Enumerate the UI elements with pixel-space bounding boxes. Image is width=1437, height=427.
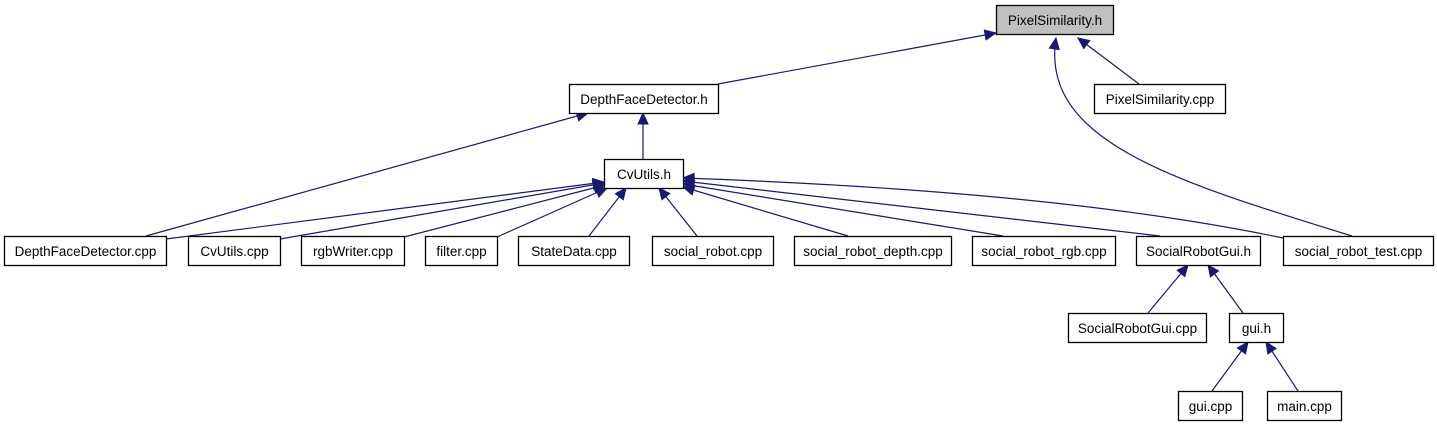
node-box: [1135, 235, 1262, 267]
node-label: filter.cpp: [436, 244, 486, 259]
edge-line: [1054, 37, 1353, 237]
node-box: [187, 235, 282, 267]
edge-line: [717, 32, 997, 85]
edge-pixelsim_cpp-to-pixelsim_h: [1077, 37, 1140, 85]
node-label: CvUtils.cpp: [200, 244, 268, 259]
node-box: [1067, 312, 1208, 344]
edge-statedata_cpp-to-cvutils_h: [588, 187, 627, 237]
node-label: social_robot_depth.cpp: [803, 244, 943, 259]
node-label: PixelSimilarity.cpp: [1106, 92, 1215, 107]
node-gui-cpp[interactable]: gui.cpp: [1177, 390, 1244, 422]
edge-line: [682, 177, 1284, 239]
node-label: PixelSimilarity.h: [1008, 13, 1102, 28]
node-box: [517, 235, 631, 267]
node-filter-cpp[interactable]: filter.cpp: [424, 235, 499, 267]
node-label: SocialRobotGui.h: [1146, 244, 1251, 259]
edge-socialrobotgui_cpp-to-socialrobotgui_h: [1147, 264, 1189, 314]
edge-social_robot_rgb_cpp-to-cvutils_h: [681, 180, 1004, 237]
edge-line: [682, 183, 1004, 237]
node-label: gui.h: [1242, 321, 1271, 336]
node-box: [1093, 83, 1227, 115]
edge-arrowhead: [1176, 264, 1189, 278]
edge-filter_cpp-to-cvutils_h: [496, 187, 609, 238]
edge-arrowhead: [614, 187, 627, 201]
node-label: social_robot_test.cpp: [1295, 244, 1423, 259]
edge-gui_cpp-to-gui_h: [1211, 341, 1249, 392]
node-box: [651, 235, 775, 267]
edge-social_robot_test_cpp-to-pixelsim_h: [1048, 36, 1353, 237]
node-label: StateData.cpp: [531, 244, 617, 259]
edge-depthface_cpp-to-cvutils_h: [165, 177, 606, 240]
node-label: CvUtils.h: [617, 167, 671, 182]
node-label: social_robot_rgb.cpp: [981, 244, 1106, 259]
edge-arrowhead: [1207, 264, 1220, 278]
edge-line: [279, 182, 605, 240]
node-label: main.cpp: [1277, 399, 1332, 414]
node-label: gui.cpp: [1189, 399, 1233, 414]
node-main-cpp[interactable]: main.cpp: [1266, 390, 1343, 422]
edge-cvutils_h-to-depthface_h: [637, 111, 649, 159]
edge-social_robot_test_cpp-to-cvutils_h: [681, 172, 1284, 239]
edges-layer: [145, 29, 1353, 392]
node-box: [971, 235, 1117, 267]
edge-arrowhead: [594, 187, 609, 198]
node-box: [1266, 390, 1343, 422]
node-box: [793, 235, 953, 267]
edge-depthface_cpp-to-depthface_h: [145, 110, 590, 237]
edge-social_robot_depth_cpp-to-cvutils_h: [681, 184, 849, 237]
node-box: [603, 158, 685, 190]
edge-arrowhead: [1048, 36, 1060, 51]
edge-arrowhead: [658, 187, 671, 201]
edge-arrowhead: [681, 172, 695, 185]
node-depthface-cpp[interactable]: DepthFaceDetector.cpp: [3, 235, 168, 267]
node-rgbwriter-cpp[interactable]: rgbWriter.cpp: [300, 235, 406, 267]
edge-line: [496, 187, 608, 238]
edge-arrowhead: [983, 29, 998, 41]
node-box: [1177, 390, 1244, 422]
node-box: [1228, 312, 1285, 344]
node-pixelsim-cpp[interactable]: PixelSimilarity.cpp: [1093, 83, 1227, 115]
node-box: [424, 235, 499, 267]
node-statedata-cpp[interactable]: StateData.cpp: [517, 235, 631, 267]
edge-line: [682, 186, 849, 237]
edge-line: [165, 181, 605, 240]
edge-line: [682, 180, 1161, 237]
node-social-robot-cpp[interactable]: social_robot.cpp: [651, 235, 775, 267]
node-box: [3, 235, 168, 267]
edge-line: [403, 184, 606, 238]
node-label: DepthFaceDetector.h: [580, 92, 708, 107]
edge-gui_h-to-socialrobotgui_h: [1207, 264, 1244, 314]
node-social-robot-test-cpp[interactable]: social_robot_test.cpp: [1282, 235, 1435, 267]
node-social-robot-depth-cpp[interactable]: social_robot_depth.cpp: [793, 235, 953, 267]
node-label: DepthFaceDetector.cpp: [15, 244, 157, 259]
node-social-robot-rgb-cpp[interactable]: social_robot_rgb.cpp: [971, 235, 1117, 267]
edge-arrowhead: [1265, 340, 1278, 355]
node-box: [568, 83, 720, 115]
node-cvutils-h[interactable]: CvUtils.h: [603, 158, 685, 190]
node-gui-h[interactable]: gui.h: [1228, 312, 1285, 344]
edge-depthface_h-to-pixelsim_h: [717, 29, 998, 85]
node-box: [995, 4, 1115, 36]
node-label: rgbWriter.cpp: [313, 244, 393, 259]
node-cvutils-cpp[interactable]: CvUtils.cpp: [187, 235, 282, 267]
edge-arrowhead: [637, 111, 649, 125]
edge-rgbwriter_cpp-to-cvutils_h: [403, 182, 607, 238]
edge-arrowhead: [1077, 37, 1091, 50]
edge-main_cpp-to-gui_h: [1265, 340, 1299, 392]
node-depthface-h[interactable]: DepthFaceDetector.h: [568, 83, 720, 115]
node-pixelsim-h[interactable]: PixelSimilarity.h: [995, 4, 1115, 36]
edge-line: [1077, 37, 1140, 85]
node-label: SocialRobotGui.cpp: [1078, 321, 1197, 336]
edge-line: [145, 112, 589, 237]
edge-social_robot_cpp-to-cvutils_h: [658, 187, 698, 237]
node-label: social_robot.cpp: [664, 244, 762, 259]
node-box: [1282, 235, 1435, 267]
node-socialrobotgui-h[interactable]: SocialRobotGui.h: [1135, 235, 1262, 267]
node-box: [300, 235, 406, 267]
node-socialrobotgui-cpp[interactable]: SocialRobotGui.cpp: [1067, 312, 1208, 344]
edge-arrowhead: [1236, 341, 1249, 355]
